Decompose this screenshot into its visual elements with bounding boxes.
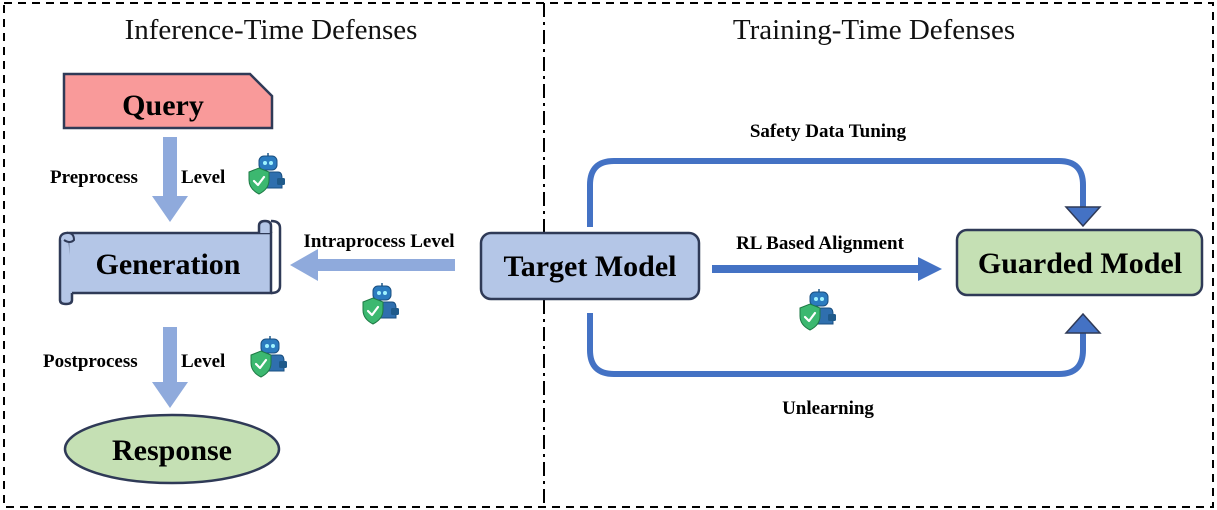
robot-shield-icon bbox=[247, 151, 287, 196]
target-model-node bbox=[479, 231, 701, 301]
intraprocess-label: Intraprocess Level bbox=[303, 231, 454, 252]
unlearning-arrow bbox=[587, 313, 1086, 377]
target-model-label: Target Model bbox=[503, 250, 676, 283]
preprocess-arrow bbox=[152, 137, 188, 222]
postprocess-label: Postprocess bbox=[43, 351, 138, 372]
postprocess-arrow bbox=[152, 327, 188, 408]
inference-section-title: Inference-Time Defenses bbox=[125, 14, 418, 46]
rl-alignment-label: RL Based Alignment bbox=[736, 233, 905, 254]
intraprocess-arrow bbox=[290, 249, 455, 281]
safety-data-tuning-arrow bbox=[587, 158, 1086, 227]
guarded-model-node bbox=[955, 228, 1204, 297]
robot-shield-icon bbox=[798, 287, 838, 332]
response-label: Response bbox=[112, 434, 232, 467]
safety-data-tuning-label: Safety Data Tuning bbox=[750, 121, 907, 142]
preprocess-level-label: Level bbox=[181, 167, 225, 188]
response-node bbox=[63, 413, 281, 485]
training-section-title: Training-Time Defenses bbox=[733, 14, 1015, 46]
unlearning-label: Unlearning bbox=[782, 398, 874, 419]
outer-dashed-frame bbox=[3, 2, 1214, 508]
unlearning-arrowhead bbox=[1064, 312, 1102, 334]
robot-shield-icon bbox=[249, 334, 289, 379]
robot-shield-icon bbox=[361, 281, 401, 326]
generation-label: Generation bbox=[96, 248, 241, 281]
generation-node bbox=[58, 219, 282, 306]
query-label: Query bbox=[122, 89, 204, 122]
rl-alignment-arrow bbox=[712, 257, 942, 281]
preprocess-label: Preprocess bbox=[50, 167, 138, 188]
safety-data-tuning-arrowhead bbox=[1064, 206, 1102, 228]
postprocess-level-label: Level bbox=[181, 351, 225, 372]
guarded-model-label: Guarded Model bbox=[978, 247, 1182, 280]
query-node bbox=[62, 72, 274, 130]
